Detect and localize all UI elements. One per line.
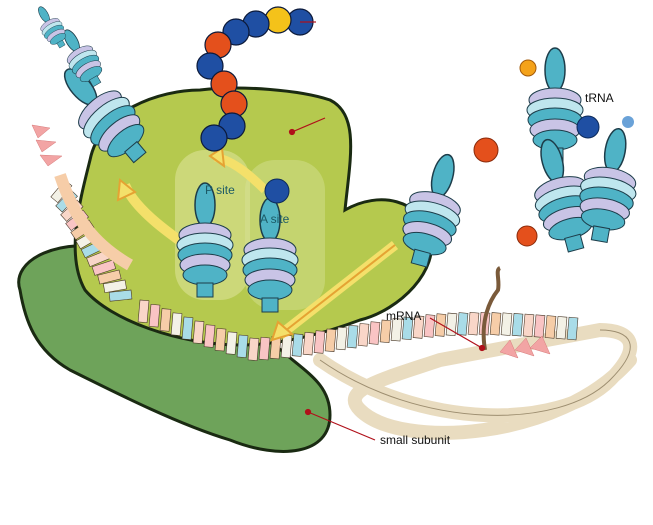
mrna-codon <box>467 312 480 336</box>
amino-acid-bead <box>196 52 224 80</box>
mrna-codon <box>214 328 227 352</box>
mrna-codon <box>533 314 546 338</box>
mrna-codon <box>258 336 271 361</box>
mrna-codon <box>280 334 293 359</box>
trna-label: tRNA <box>585 91 614 105</box>
mrna-codon <box>102 279 127 294</box>
mrna-codon <box>302 331 315 356</box>
mrna-codon <box>346 324 359 349</box>
mrna-codon <box>159 308 172 332</box>
pointer-lines <box>288 21 486 441</box>
mrna-codon <box>412 315 425 339</box>
mrna-codon <box>170 312 183 336</box>
mrna-codon <box>379 319 392 344</box>
mrna-end-strand <box>481 266 502 351</box>
mrna-codon <box>423 314 436 338</box>
mrna-codon <box>434 313 447 337</box>
mrna-codon <box>247 337 260 361</box>
mrna-label: mRNA <box>386 309 421 323</box>
mrna-codon-strip <box>50 179 579 361</box>
mrna-codon <box>500 312 513 336</box>
mrna-codon <box>544 315 557 339</box>
mrna-codon <box>555 316 568 340</box>
mrna-codon <box>313 330 326 354</box>
mrna-codon <box>324 328 337 352</box>
mrna-codon <box>291 333 304 357</box>
mrna-codon <box>137 299 150 324</box>
mrna-codon <box>368 321 381 345</box>
mrna-codon <box>335 326 348 351</box>
mrna-codon <box>91 259 117 276</box>
mrna-codon <box>225 331 238 355</box>
mrna-codon <box>401 316 414 340</box>
mrna-codon <box>108 289 133 302</box>
mrna-codon <box>148 304 161 328</box>
mrna-codon <box>489 312 502 336</box>
mrna-codon <box>357 323 370 347</box>
mrna-direction-marks <box>31 124 551 359</box>
mrna-codon <box>566 316 579 341</box>
mrna-codon <box>192 320 205 344</box>
small-subunit-label: small subunit <box>380 433 451 447</box>
mrna-codon <box>390 318 403 342</box>
mrna-codon <box>97 269 122 285</box>
trna-far-exit-2 <box>29 1 73 53</box>
polypeptide-chain <box>196 6 314 152</box>
mrna-codon <box>456 312 469 336</box>
mrna-codon <box>522 313 535 338</box>
mrna-codon <box>203 324 216 348</box>
a-site-label: A site <box>260 212 290 226</box>
mrna-codon <box>511 313 524 337</box>
mrna-codon <box>181 316 194 340</box>
mrna-codon <box>236 334 249 359</box>
mrna-codon <box>445 312 458 337</box>
p-site-label: P site <box>205 183 235 197</box>
amino-acid-bead <box>200 124 228 152</box>
